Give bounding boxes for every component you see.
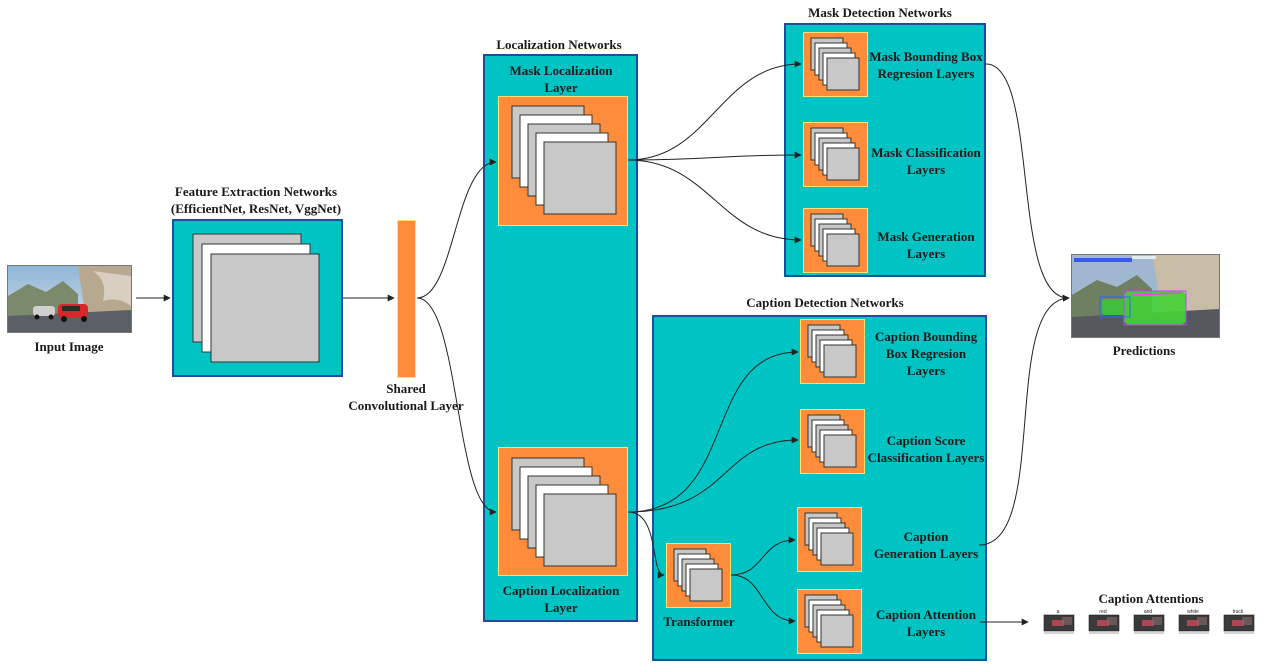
attention-image [1178, 614, 1210, 632]
caption-gen-block [797, 507, 862, 572]
attention-word: truck [1233, 609, 1244, 615]
attention-image [1043, 614, 1075, 632]
shared-conv-label-line1: Shared [386, 381, 426, 396]
caption-score-label-line2: Classification Layers [867, 450, 985, 465]
caption-bbox-block [800, 319, 865, 384]
attention-background [1152, 617, 1162, 625]
feature-title-line1: Feature Extraction Networks [174, 184, 338, 199]
caption-gen-label-line1: Caption [903, 529, 949, 544]
mask-gen-label-line2: Layers [906, 246, 946, 261]
attention-thumb: and [1133, 609, 1165, 634]
attention-image [1088, 614, 1120, 632]
caption-score-label-line1: Caption Score [886, 433, 966, 448]
mask-localization-layer [498, 96, 628, 226]
mask-cls-block [803, 122, 868, 187]
localization-title: Localization Networks [496, 37, 622, 52]
mask-cls-label-line2: Layers [906, 162, 946, 177]
feature-title-line2: (EfficientNet, ResNet, VggNet) [170, 201, 342, 216]
mask-bbox-block [803, 32, 868, 97]
caption-localization-label-line2: Layer [544, 600, 578, 615]
predictions-image [1071, 254, 1220, 338]
attention-thumb: white [1178, 609, 1210, 634]
attention-word: red [1099, 609, 1106, 615]
mask-localization-label-line2: Layer [544, 80, 578, 95]
mask-cls-label-line1: Mask Classification [871, 145, 981, 160]
attention-highlight [1052, 620, 1064, 626]
mask-gen-label-line1: Mask Generation [877, 229, 975, 244]
attention-image [1223, 614, 1255, 632]
caption-gen-label-line2: Generation Layers [873, 546, 979, 561]
attention-background [1197, 617, 1207, 625]
edge-maskloc-to-bbox [627, 60, 802, 161]
edge-maskloc-to-cls [627, 151, 802, 161]
attention-highlight [1232, 620, 1244, 626]
attention-word: a [1057, 609, 1060, 615]
attention-word: white [1187, 609, 1199, 615]
caption-bbox-label-line2: Box Regresion [885, 346, 967, 361]
caption-attention-block [797, 589, 862, 654]
attention-word: and [1144, 609, 1153, 615]
attention-thumb: red [1088, 609, 1120, 634]
mask-bbox-label-line2: Regresion Layers [877, 66, 975, 81]
input-image [7, 265, 132, 333]
mask-detection-title: Mask Detection Networks [808, 5, 952, 20]
mask-bbox-label-line1: Mask Bounding Box [869, 49, 983, 64]
edge-capgen-to-pred [978, 294, 1070, 546]
attention-background [1107, 617, 1117, 625]
attention-highlight [1187, 620, 1199, 626]
predictions-label: Predictions [1112, 343, 1176, 358]
caption-att-label-line1: Caption Attention [875, 607, 977, 622]
shared-conv-label-line2: Convolutional Layer [348, 398, 464, 413]
mask-localization-label-line1: Mask Localization [509, 63, 613, 78]
edge-maskloc-to-gen [627, 159, 802, 244]
caption-detection-title: Caption Detection Networks [746, 295, 904, 310]
caption-localization-layer [498, 447, 628, 576]
attention-image [1133, 614, 1165, 632]
caption-att-label-line2: Layers [906, 624, 946, 639]
transformer-label: Transformer [663, 614, 735, 629]
edge-maskbbox-to-pred [985, 63, 1070, 302]
attention-thumb: a [1043, 609, 1075, 634]
attention-highlight [1097, 620, 1109, 626]
caption-attentions-title: Caption Attentions [1098, 591, 1204, 606]
caption-localization-label-line1: Caption Localization [502, 583, 620, 598]
attention-thumb: truck [1223, 609, 1255, 634]
shared-conv-layer [397, 220, 416, 378]
attention-background [1062, 617, 1072, 625]
attention-highlight [1142, 620, 1154, 626]
attention-background [1242, 617, 1252, 625]
caption-bbox-label-line3: Layers [906, 363, 946, 378]
caption-bbox-label-line1: Caption Bounding [874, 329, 978, 344]
input-image-label: Input Image [34, 339, 104, 354]
transformer-block [666, 543, 731, 608]
feature-extraction-box [172, 219, 343, 377]
mask-gen-block [803, 208, 868, 273]
